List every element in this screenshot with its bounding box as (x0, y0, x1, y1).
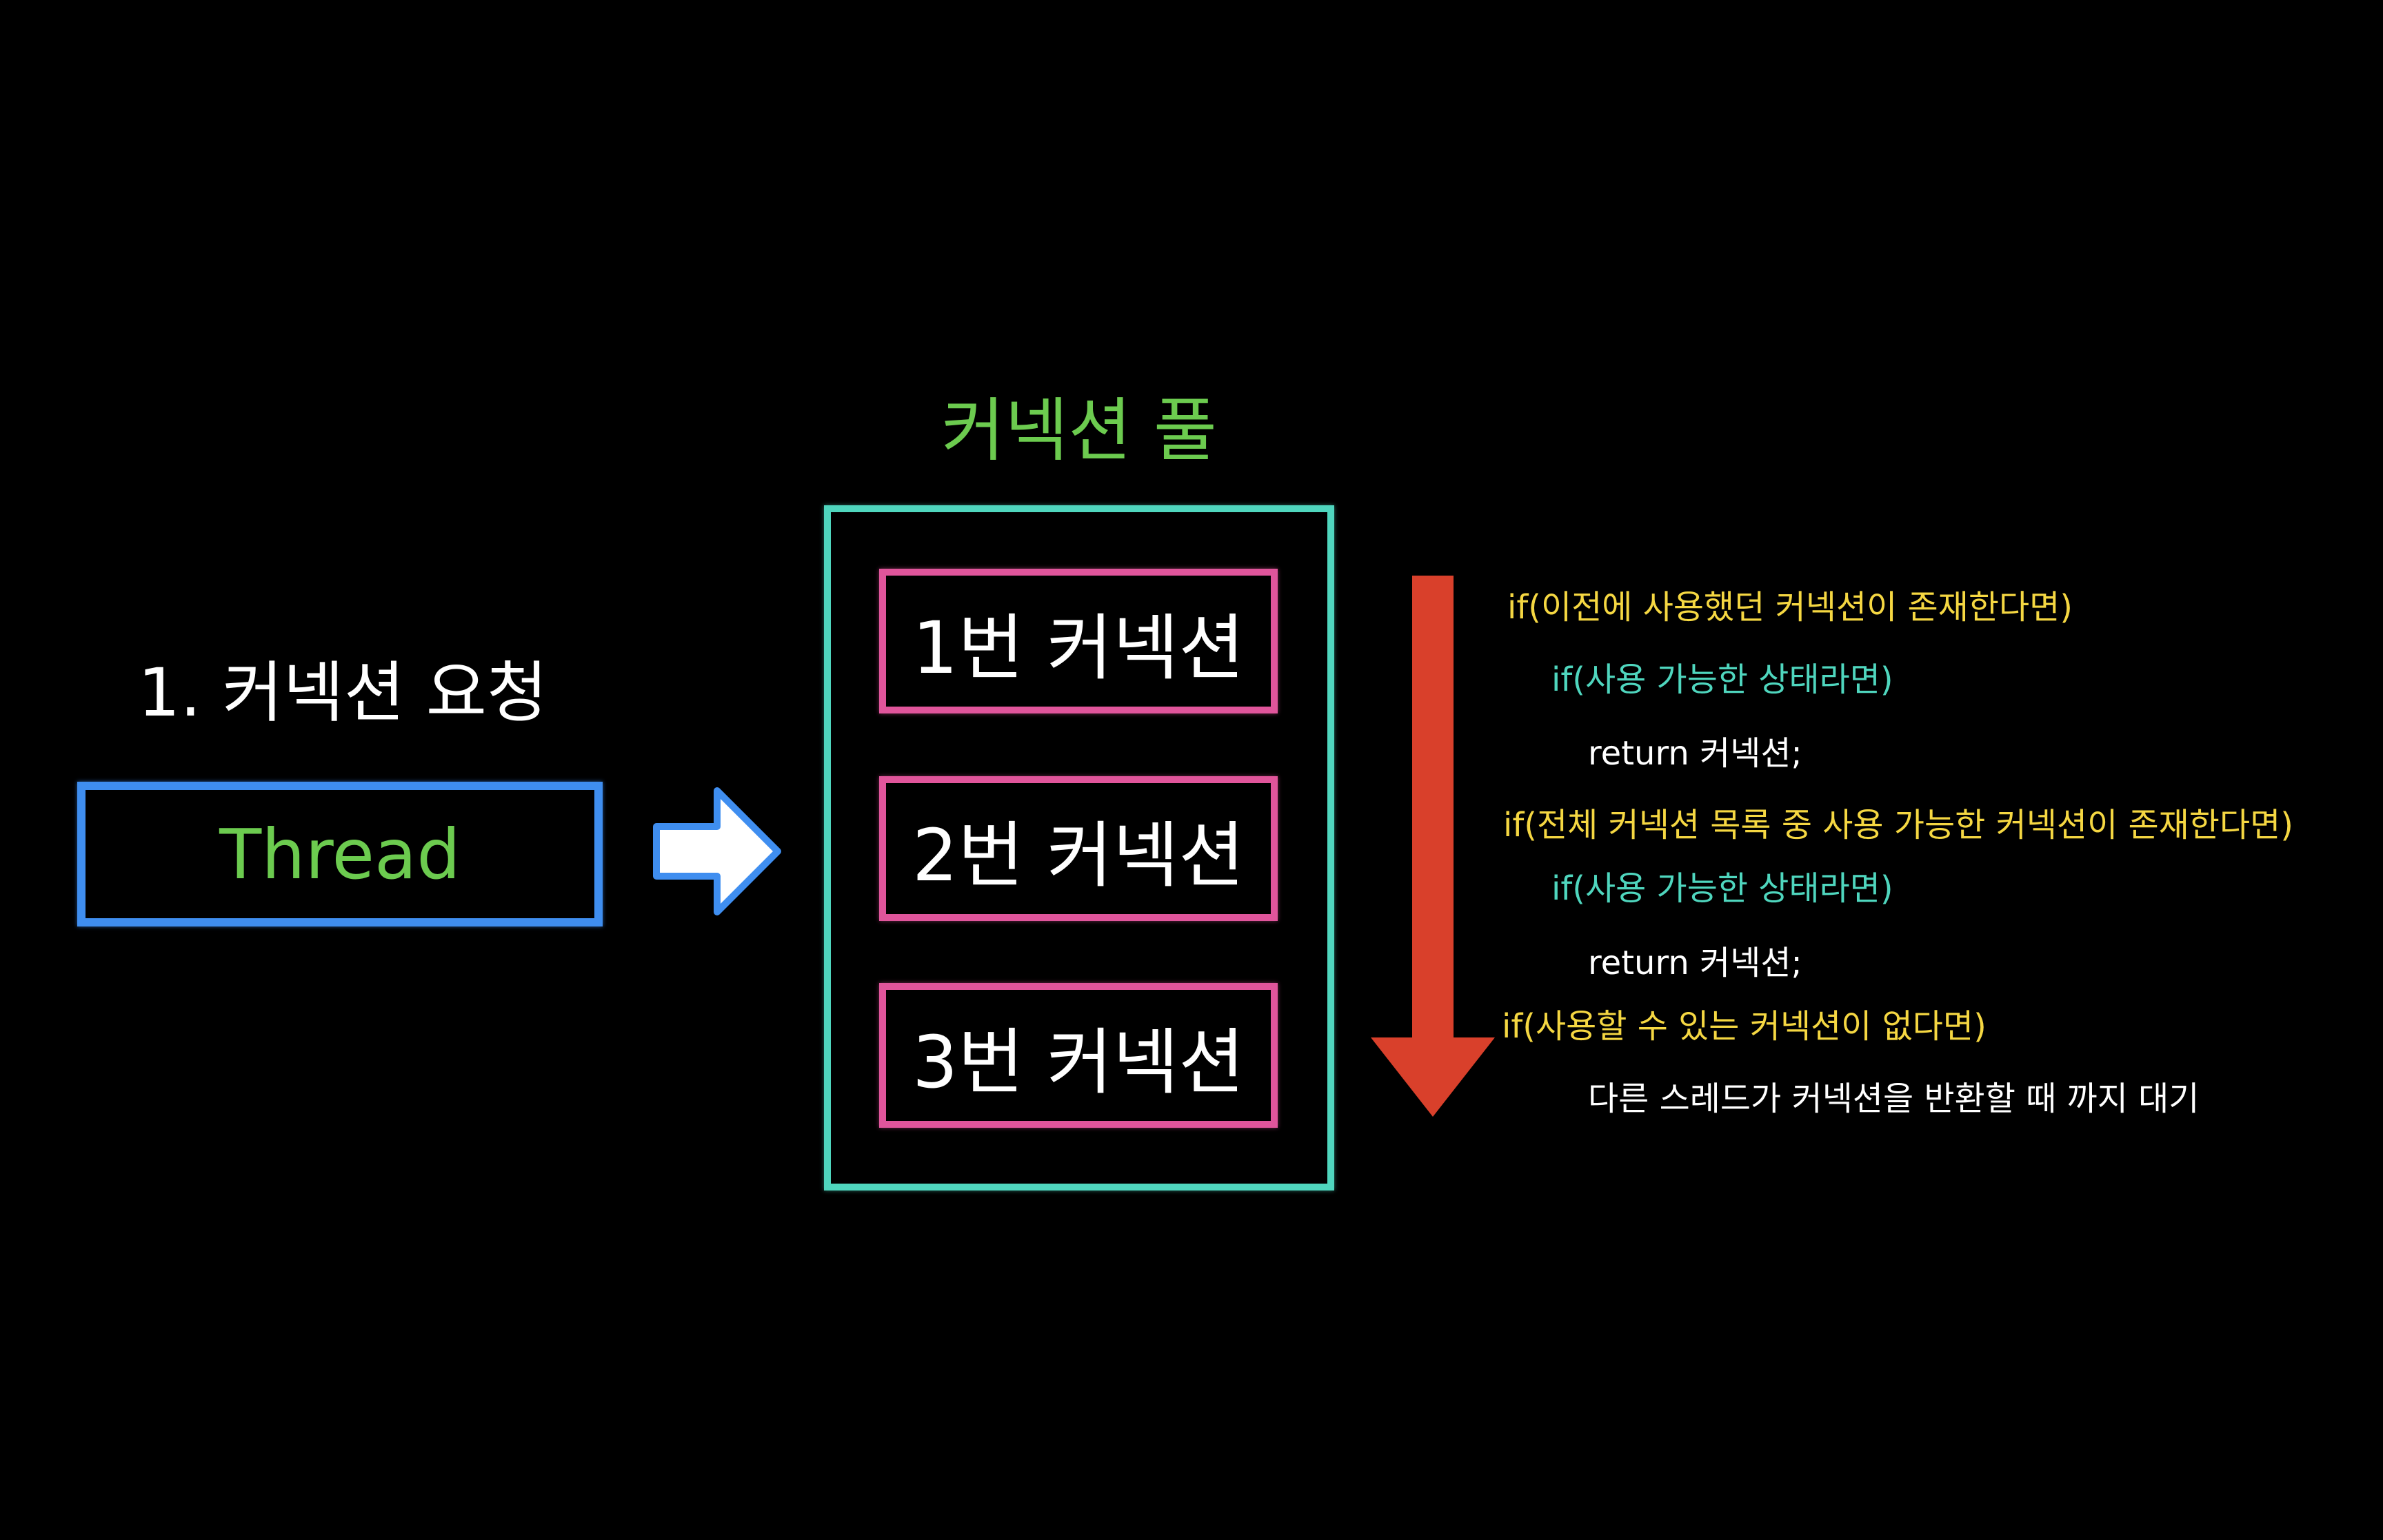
request-label: 1. 커넥션 요청 (138, 654, 548, 731)
pool-title: 커넥션 풀 (941, 390, 1217, 471)
logic-line-5: if(사용 가능한 상태라면) (1551, 869, 1893, 908)
thread-label: Thread (219, 813, 461, 895)
logic-line-8: 다른 스레드가 커넥션을 반환할 때 까지 대기 (1588, 1080, 2200, 1118)
connection-pool-box (824, 505, 1334, 1191)
connection-1-label: 1번 커넥션 (912, 605, 1245, 690)
arrow-right-icon (653, 787, 781, 915)
connection-3-label: 3번 커넥션 (912, 1020, 1245, 1104)
connection-2-label: 2번 커넥션 (912, 813, 1245, 898)
logic-line-2: if(사용 가능한 상태라면) (1551, 660, 1893, 699)
logic-line-1: if(이전에 사용했던 커넥션이 존재한다면) (1507, 588, 2073, 627)
arrow-down-icon (1371, 576, 1495, 1117)
logic-line-3: return 커넥션; (1588, 734, 1802, 773)
logic-line-4: if(전체 커넥션 목록 중 사용 가능한 커넥션이 존재한다면) (1503, 806, 2294, 844)
logic-line-6: return 커넥션; (1588, 944, 1802, 982)
thread-box: Thread (77, 782, 603, 926)
connection-1-box: 1번 커넥션 (879, 569, 1278, 713)
connection-3-box: 3번 커넥션 (879, 983, 1278, 1128)
logic-line-7: if(사용할 수 있는 커넥션이 없다면) (1502, 1007, 1987, 1046)
connection-2-box: 2번 커넥션 (879, 776, 1278, 921)
